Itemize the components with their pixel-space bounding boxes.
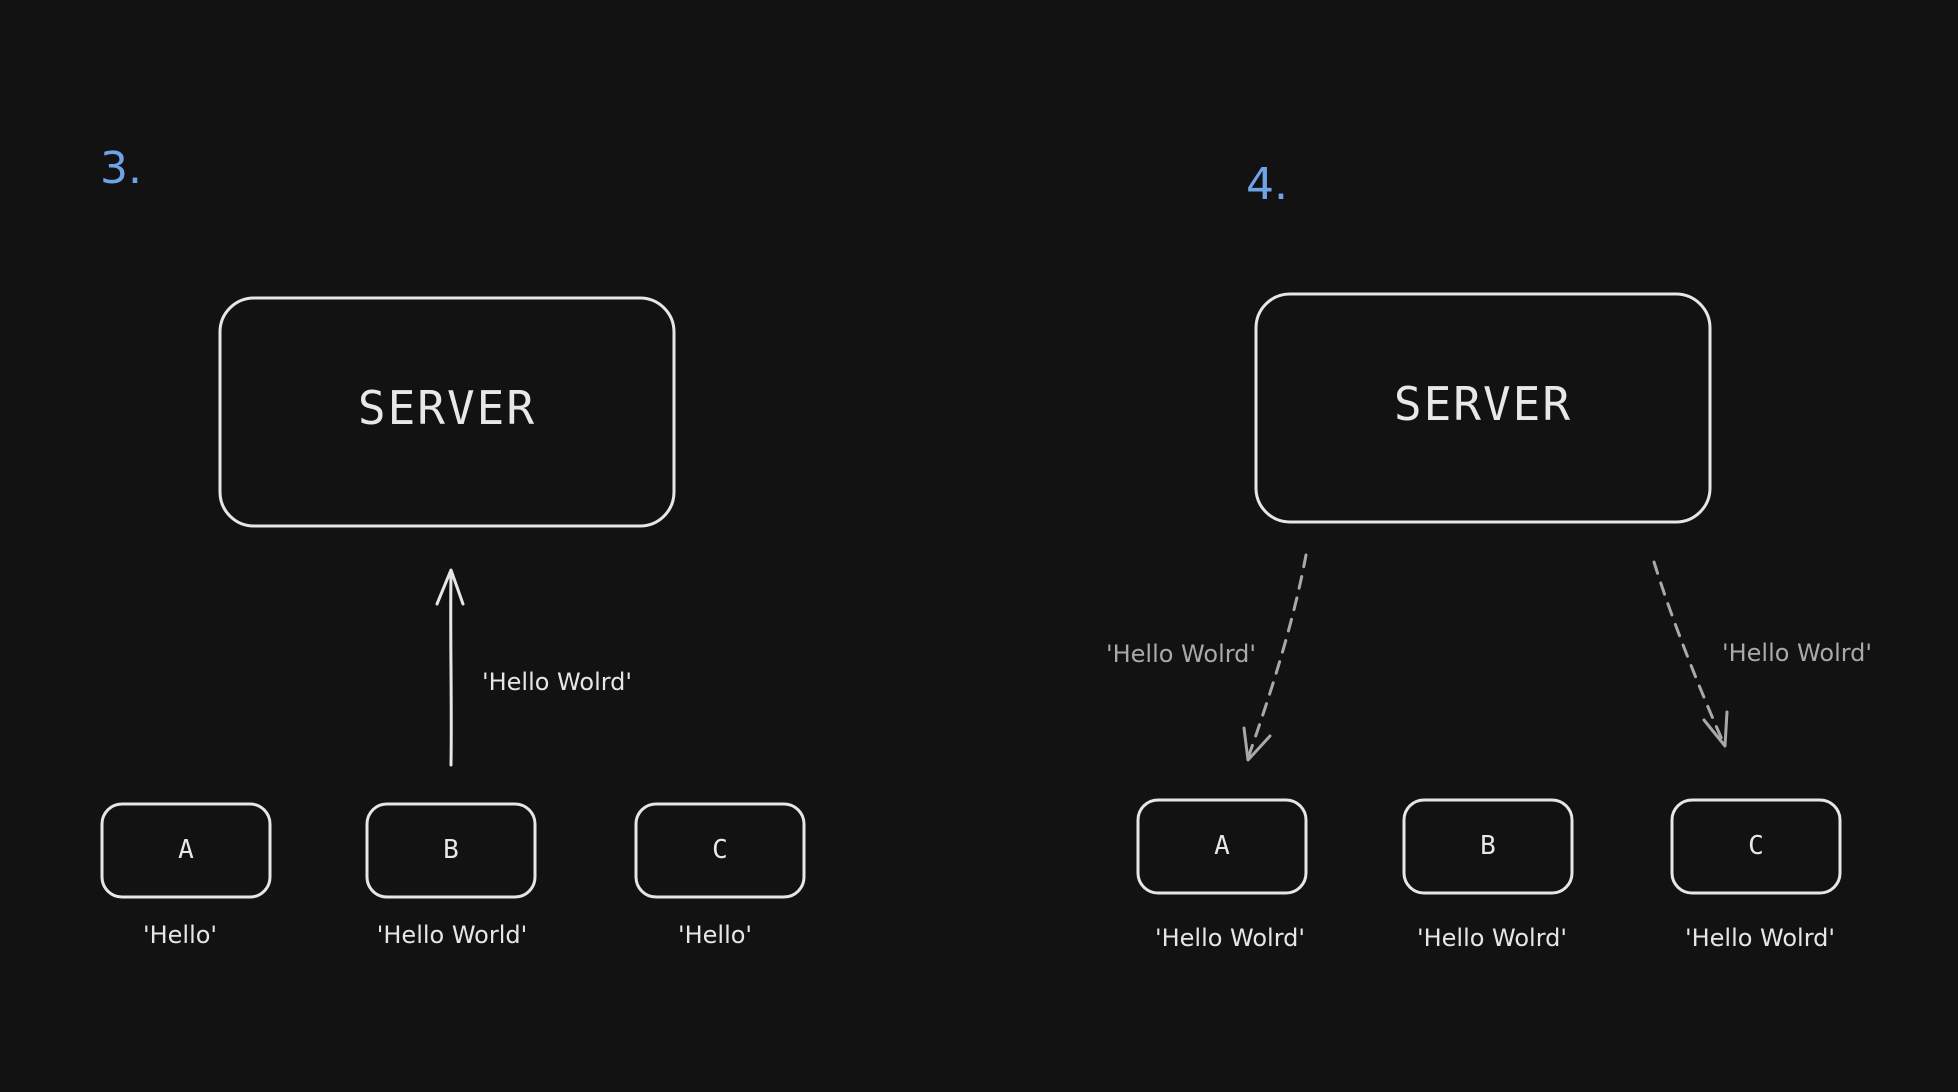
step-number-3: 3. bbox=[100, 143, 142, 194]
client-box-a-4 bbox=[1136, 798, 1308, 895]
client-value-b-3: 'Hello World' bbox=[377, 921, 527, 949]
client-value-c-4: 'Hello Wolrd' bbox=[1685, 924, 1835, 952]
broadcast-arrow-left bbox=[1242, 553, 1308, 762]
client-box-c-4 bbox=[1670, 798, 1842, 895]
upload-arrow-label: 'Hello Wolrd' bbox=[482, 668, 632, 696]
client-box-b-3 bbox=[365, 802, 537, 899]
client-box-b-4 bbox=[1402, 798, 1574, 895]
client-value-a-4: 'Hello Wolrd' bbox=[1155, 924, 1305, 952]
client-label-a-3: A bbox=[178, 835, 194, 865]
client-value-c-3: 'Hello' bbox=[678, 921, 752, 949]
panel-4: 4. SERVER 'Hello Wolrd' 'Hello Wolrd' A … bbox=[1106, 159, 1872, 952]
client-label-b-4: B bbox=[1480, 831, 1496, 861]
client-label-b-3: B bbox=[443, 835, 459, 865]
server-box-3 bbox=[218, 296, 676, 528]
client-box-a-3 bbox=[100, 802, 272, 899]
client-label-a-4: A bbox=[1214, 831, 1230, 861]
server-box-4 bbox=[1254, 292, 1712, 524]
broadcast-arrow-right bbox=[1652, 560, 1729, 748]
client-value-a-3: 'Hello' bbox=[143, 921, 217, 949]
upload-arrow bbox=[435, 568, 465, 767]
client-label-c-4: C bbox=[1748, 831, 1764, 861]
client-label-c-3: C bbox=[712, 835, 728, 865]
client-box-c-3 bbox=[634, 802, 806, 899]
client-value-b-4: 'Hello Wolrd' bbox=[1417, 924, 1567, 952]
broadcast-arrow-right-label: 'Hello Wolrd' bbox=[1722, 639, 1872, 667]
server-label-4: SERVER bbox=[1394, 377, 1572, 431]
broadcast-arrow-left-label: 'Hello Wolrd' bbox=[1106, 640, 1256, 668]
panel-3: 3. SERVER 'Hello Wolrd' A 'Hello' B 'Hel… bbox=[100, 143, 806, 949]
server-label-3: SERVER bbox=[358, 381, 536, 435]
step-number-4: 4. bbox=[1246, 159, 1288, 210]
